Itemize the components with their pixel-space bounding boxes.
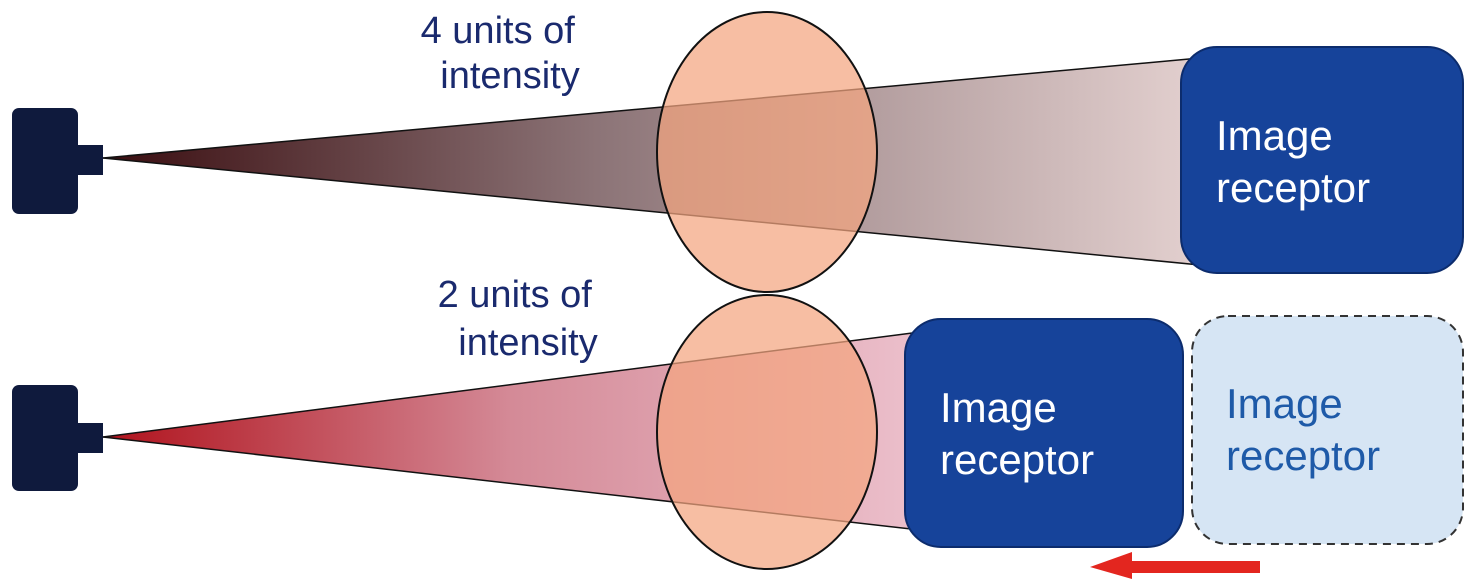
beam-edge-lower (102, 157, 1201, 266)
intensity-label-line1: 2 units of (438, 274, 593, 316)
ghost-image-receptor-line1: Image (1226, 380, 1343, 427)
intensity-label-line2: intensity (458, 322, 597, 364)
top-panel: 4 units of intensity Image receptor (12, 10, 1464, 293)
ghost-image-receptor-line2: receptor (1226, 432, 1380, 479)
xray-beam (103, 58, 1200, 265)
ghost-image-receptor (1191, 315, 1464, 545)
patient-ellipse (656, 11, 878, 293)
image-receptor-line1: Image (1216, 112, 1333, 159)
xray-source-icon (12, 108, 103, 214)
ghost-image-receptor-label: Image receptor (1226, 380, 1380, 479)
patient-ellipse (656, 294, 878, 570)
beam-edge-upper (102, 57, 1201, 159)
xray-source-icon (12, 385, 103, 491)
image-receptor-label: Image receptor (940, 384, 1094, 483)
intensity-label-line2: intensity (440, 55, 579, 97)
intensity-label-line1: 4 units of (421, 10, 576, 52)
image-receptor-label: Image receptor (1216, 112, 1370, 211)
intensity-label: 2 units of intensity (438, 274, 603, 364)
image-receptor-line2: receptor (940, 436, 1094, 483)
bottom-panel: 2 units of intensity Image receptor Imag… (12, 274, 1464, 579)
image-receptor-line1: Image (940, 384, 1057, 431)
image-receptor-line2: receptor (1216, 164, 1370, 211)
image-receptor (904, 318, 1184, 548)
intensity-label: 4 units of intensity (421, 10, 586, 97)
image-receptor (1180, 46, 1464, 274)
left-arrow-icon (1090, 552, 1260, 579)
